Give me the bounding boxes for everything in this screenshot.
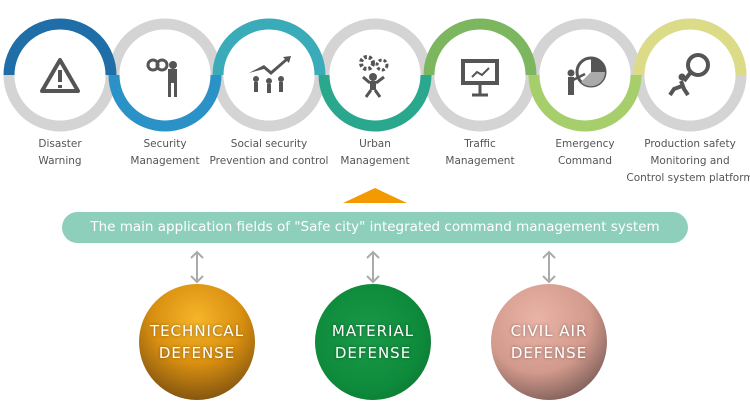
people-arrow-icon <box>249 56 291 93</box>
ring-inner <box>434 29 526 121</box>
field-label-line: Disaster <box>38 138 82 150</box>
field-label-line: Warning <box>38 155 82 167</box>
binoculars-icon <box>146 58 177 97</box>
defense-line1: CIVIL AIR <box>510 322 588 340</box>
gears-person-icon <box>359 55 389 98</box>
ring-highlight <box>528 74 642 132</box>
field-label-line: Social security <box>230 138 308 150</box>
ring-highlight <box>108 74 222 132</box>
field-label-line: Control system platform <box>626 172 750 184</box>
field-label-line: Security <box>143 138 187 150</box>
field-label-line: Prevention and control <box>209 155 329 167</box>
defense-line2: DEFENSE <box>158 344 236 362</box>
magnifier-person-icon <box>668 53 710 97</box>
material-defense-circle: MATERIAL DEFENSE <box>315 284 431 400</box>
double-arrow-icon <box>366 250 380 284</box>
civil-air-defense-circle: CIVIL AIR DEFENSE <box>491 284 607 400</box>
ring-inner <box>223 29 315 121</box>
ring-highlight <box>212 18 326 76</box>
main-banner: The main application fields of "Safe cit… <box>62 212 688 243</box>
warning-icon <box>40 58 80 93</box>
defense-line1: TECHNICAL <box>149 322 245 340</box>
double-arrow-icon <box>190 250 204 284</box>
field-label-line: Urban <box>359 138 391 150</box>
defense-line2: DEFENSE <box>334 344 412 362</box>
field-label-line: Production safety <box>644 138 736 150</box>
field-label-line: Monitoring and <box>650 155 730 167</box>
ring-highlight <box>423 18 537 76</box>
pointer-triangle <box>343 188 407 203</box>
defense-line2: DEFENSE <box>510 344 588 362</box>
pie-chart-presenter-icon <box>567 56 607 95</box>
field-label-line: Command <box>558 155 612 167</box>
field-label-line: Management <box>340 155 410 167</box>
field-label-line: Management <box>445 155 515 167</box>
field-label-line: Management <box>130 155 200 167</box>
ring-highlight <box>318 74 432 132</box>
ring-highlight <box>633 18 747 76</box>
field-label-line: Traffic <box>464 138 496 150</box>
ring-highlight <box>3 18 117 76</box>
presentation-board-icon <box>461 59 499 97</box>
double-arrow-icon <box>542 250 556 284</box>
ring-inner <box>119 29 211 121</box>
technical-defense-circle: TECHNICAL DEFENSE <box>139 284 255 400</box>
field-label-line: Emergency <box>555 138 615 150</box>
application-fields-rings <box>3 18 747 132</box>
defense-line1: MATERIAL <box>331 322 415 340</box>
